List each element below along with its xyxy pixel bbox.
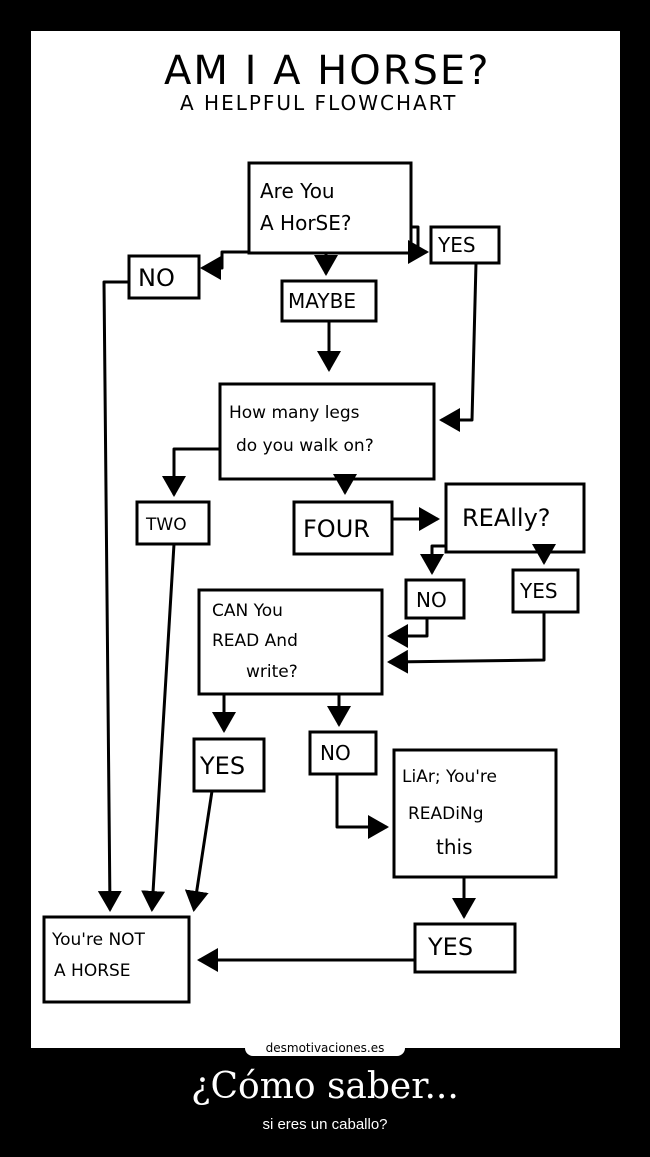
node-read-write: CAN You READ And write? xyxy=(197,588,384,696)
poster-frame: AM I A HORSE? A HELPFUL FLOWCHART Are Yo… xyxy=(30,30,621,1049)
arrow-yes-read-to-not-horse xyxy=(184,789,214,912)
node-yes-read-label: YES xyxy=(199,752,245,780)
node-liar: LiAr; You're READiNg this xyxy=(392,748,558,879)
node-yes-top: YES xyxy=(429,225,501,265)
arrow-horse-to-yes xyxy=(408,225,429,264)
node-two-label: TWO xyxy=(145,515,187,535)
node-yes-bottom: YES xyxy=(413,922,517,974)
node-no-read-label: NO xyxy=(320,741,351,765)
node-liar-line2: READiNg xyxy=(408,804,484,824)
node-are-you-horse-line2: A HorSE? xyxy=(260,211,351,235)
connectors xyxy=(97,225,556,972)
arrow-no-to-liar xyxy=(335,772,389,839)
node-no-top: NO xyxy=(127,254,201,300)
node-no-read: NO xyxy=(308,730,378,776)
node-two: TWO xyxy=(135,500,211,546)
node-maybe-label: MAYBE xyxy=(288,289,356,313)
node-really: REAlly? xyxy=(444,482,586,554)
node-yes-top-label: YES xyxy=(437,233,476,257)
watermark: desmotivaciones.es xyxy=(245,1040,405,1056)
node-yes-really: YES xyxy=(511,568,580,614)
arrow-yes-to-legs xyxy=(439,261,478,432)
node-read-write-line1: CAN You xyxy=(212,601,283,621)
arrow-yes-to-readwrite xyxy=(387,610,546,674)
node-not-horse: You're NOT A HORSE xyxy=(42,915,191,1004)
node-no-really-label: NO xyxy=(416,588,447,612)
flowchart: AM I A HORSE? A HELPFUL FLOWCHART Are Yo… xyxy=(42,48,586,1004)
node-are-you-horse: Are You A HorSE? xyxy=(247,161,413,255)
node-no-top-label: NO xyxy=(138,264,175,292)
arrow-no-to-readwrite xyxy=(387,616,429,648)
node-yes-really-label: YES xyxy=(519,579,558,603)
arrow-really-to-no xyxy=(420,544,448,575)
caption-subtitle: si eres un caballo? xyxy=(262,1116,388,1133)
arrow-two-to-not-horse xyxy=(141,542,176,912)
node-how-many-legs-line1: How many legs xyxy=(229,403,360,423)
node-yes-read: YES xyxy=(192,737,266,793)
node-not-horse-line1: You're NOT xyxy=(51,930,146,950)
node-are-you-horse-line1: Are You xyxy=(260,179,335,203)
node-how-many-legs: How many legs do you walk on? xyxy=(218,382,436,481)
node-how-many-legs-line2: do you walk on? xyxy=(236,436,374,456)
node-four-label: FOUR xyxy=(303,515,370,543)
node-no-really: NO xyxy=(404,578,466,620)
node-liar-line3: this xyxy=(436,835,473,859)
arrow-no-to-not-horse xyxy=(97,280,131,912)
node-four: FOUR xyxy=(292,500,394,556)
node-yes-bottom-label: YES xyxy=(427,933,473,961)
chart-title: AM I A HORSE? xyxy=(164,48,490,94)
node-read-write-line3: write? xyxy=(246,662,298,682)
caption-title: ¿Cómo saber... xyxy=(191,1066,459,1107)
chart-subtitle: A HELPFUL FLOWCHART xyxy=(180,91,457,115)
node-maybe: MAYBE xyxy=(280,279,378,323)
node-not-horse-line2: A HORSE xyxy=(54,961,131,981)
node-read-write-line2: READ And xyxy=(212,631,298,651)
node-really-label: REAlly? xyxy=(462,504,551,532)
node-liar-line1: LiAr; You're xyxy=(402,767,497,787)
arrow-horse-to-no xyxy=(200,250,251,280)
arrow-legs-to-two xyxy=(162,447,222,497)
